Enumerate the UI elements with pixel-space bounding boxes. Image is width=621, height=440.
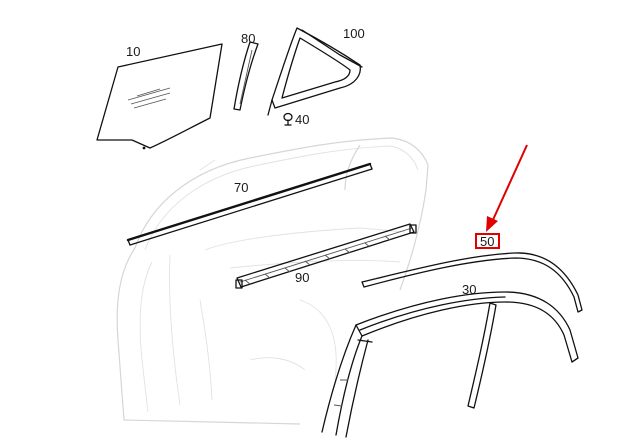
part-10-door-glass [96,43,223,150]
label-80: 80 [241,31,255,46]
label-70: 70 [234,180,248,195]
door-body-outline [116,137,429,425]
red-arrow-icon [486,144,528,232]
part-30-door-frame [321,291,579,438]
label-90: 90 [295,270,309,285]
label-30: 30 [462,282,476,297]
label-10: 10 [126,44,140,59]
label-50: 50 [480,234,494,249]
highlight-box [475,233,500,249]
part-40-clip [283,112,293,126]
part-100-quarter-window [267,27,363,116]
part-70-belt-strip [126,162,373,246]
part-80-trim-strip [233,41,259,111]
part-90-inner-strip [235,223,417,289]
label-40: 40 [295,112,309,127]
glass-hatch [127,87,171,109]
label-100: 100 [343,26,365,41]
highlight-50: 50 [475,233,500,249]
part-50-drip-strip [361,252,583,313]
